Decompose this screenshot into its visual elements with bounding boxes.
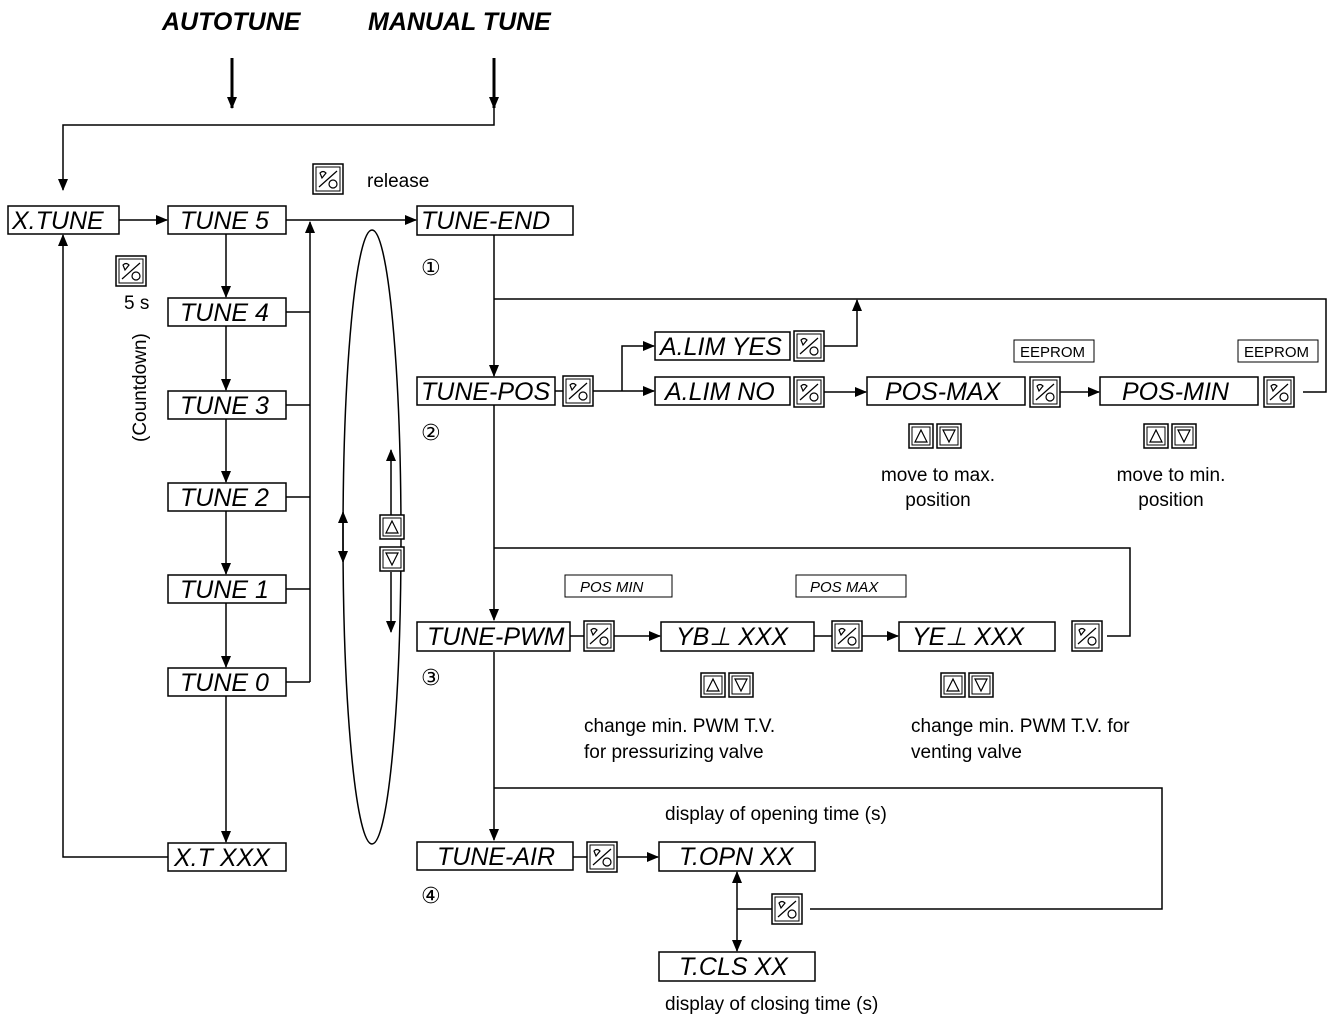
svg-text:POS MAX: POS MAX [810,579,879,596]
svg-text:TUNE-AIR: TUNE-AIR [437,843,555,871]
step-number-3: ③ [421,666,441,691]
five-seconds-label: 5 s [124,293,149,314]
svg-text:TUNE-PWM: TUNE-PWM [427,623,565,651]
display-tune1: TUNE 1 [167,574,287,604]
svg-text:X.TUNE: X.TUNE [11,207,104,235]
display-tune4: TUNE 4 [167,297,287,327]
display-tune2: TUNE 2 [167,482,287,512]
hand-key-icon [586,841,618,873]
pwm-venting-line1: change min. PWM T.V. for [911,716,1130,737]
pos-max-tag: POS MAX [795,574,907,598]
move-min-line2: position [1138,490,1204,511]
up-arrow-key-icon [1143,423,1169,449]
pwm-pressurizing-line2: for pressurizing valve [584,742,764,763]
move-max-line2: position [905,490,971,511]
pwm-venting-line2: venting valve [911,742,1022,763]
display-tune-end: TUNE-END [416,205,574,236]
up-arrow-key-icon [379,514,405,540]
display-tune0: TUNE 0 [167,667,287,697]
display-yb-xxx: YB⊥ XXX [660,621,815,652]
display-tune-pos: TUNE-POS [416,376,556,406]
hand-key-icon [1071,620,1103,652]
svg-text:TUNE-POS: TUNE-POS [421,378,551,406]
release-label: release [367,171,429,192]
pwm-pressurizing-line1: change min. PWM T.V. [584,716,775,737]
down-arrow-key-icon [379,546,405,572]
svg-text:TUNE 0: TUNE 0 [180,669,269,697]
hand-key-icon [1029,376,1061,408]
svg-text:TUNE 3: TUNE 3 [180,392,269,420]
hand-key-icon [1263,376,1295,408]
svg-text:T.CLS XX: T.CLS XX [679,953,789,981]
return-loop-line [58,108,495,191]
hand-key-icon [312,163,344,195]
svg-text:EEPROM: EEPROM [1244,344,1309,361]
hand-key-icon [115,255,147,287]
down-arrow-key-icon [1171,423,1197,449]
svg-text:TUNE 1: TUNE 1 [180,576,269,604]
hand-key-icon [793,376,825,408]
svg-text:X.T XXX: X.T XXX [173,844,271,872]
display-a-lim-no: A.LIM NO [654,376,791,406]
svg-text:TUNE 5: TUNE 5 [180,207,269,235]
display-tune-pwm: TUNE-PWM [416,621,571,652]
down-arrow-key-icon [728,672,754,698]
svg-text:TUNE-END: TUNE-END [421,207,550,235]
svg-text:A.LIM YES: A.LIM YES [658,333,782,361]
hand-key-icon [771,893,803,925]
svg-text:TUNE 2: TUNE 2 [180,484,269,512]
autotune-heading: AUTOTUNE [161,8,302,36]
up-arrow-key-icon [940,672,966,698]
down-arrow-key-icon [936,423,962,449]
eeprom-tag-1: EEPROM [1013,339,1095,363]
svg-text:EEPROM: EEPROM [1020,344,1085,361]
manual-tune-heading: MANUAL TUNE [368,8,552,36]
svg-text:A.LIM NO: A.LIM NO [663,378,775,406]
countdown-label: (Countdown) [130,333,151,442]
svg-text:YB⊥ XXX: YB⊥ XXX [676,623,789,651]
display-ye-xxx: YE⊥ XXX [898,621,1056,652]
display-t-opn: T.OPN XX [658,841,816,872]
display-tune5: TUNE 5 [167,205,287,235]
hand-key-icon [831,620,863,652]
display-pos-max: POS-MAX [866,376,1026,406]
up-arrow-key-icon [700,672,726,698]
svg-text:POS MIN: POS MIN [580,579,644,596]
svg-text:TUNE 4: TUNE 4 [180,299,269,327]
down-arrow-key-icon [968,672,994,698]
closing-time-label: display of closing time (s) [665,994,878,1015]
step-number-1: ① [421,256,441,281]
opening-time-label: display of opening time (s) [665,804,887,825]
display-pos-min: POS-MIN [1099,376,1259,406]
move-min-line1: move to min. [1117,465,1226,486]
up-arrow-key-icon [908,423,934,449]
display-tune3: TUNE 3 [167,390,287,420]
svg-text:T.OPN XX: T.OPN XX [679,843,795,871]
display-xt-xxx: X.T XXX [167,842,287,872]
hand-key-icon [793,330,825,362]
svg-text:YE⊥ XXX: YE⊥ XXX [912,623,1025,651]
hand-key-icon [562,375,594,407]
eeprom-tag-2: EEPROM [1237,339,1319,363]
step-number-4: ④ [421,884,441,909]
display-x-tune: X.TUNE [7,205,120,235]
step-number-2: ② [421,421,441,446]
pos-min-tag: POS MIN [564,574,673,598]
move-max-line1: move to max. [881,465,995,486]
hand-key-icon [583,620,615,652]
svg-text:POS-MIN: POS-MIN [1122,378,1230,406]
svg-text:POS-MAX: POS-MAX [885,378,1002,406]
display-a-lim-yes: A.LIM YES [654,331,791,361]
display-tune-air: TUNE-AIR [416,841,574,871]
display-t-cls: T.CLS XX [658,951,816,982]
